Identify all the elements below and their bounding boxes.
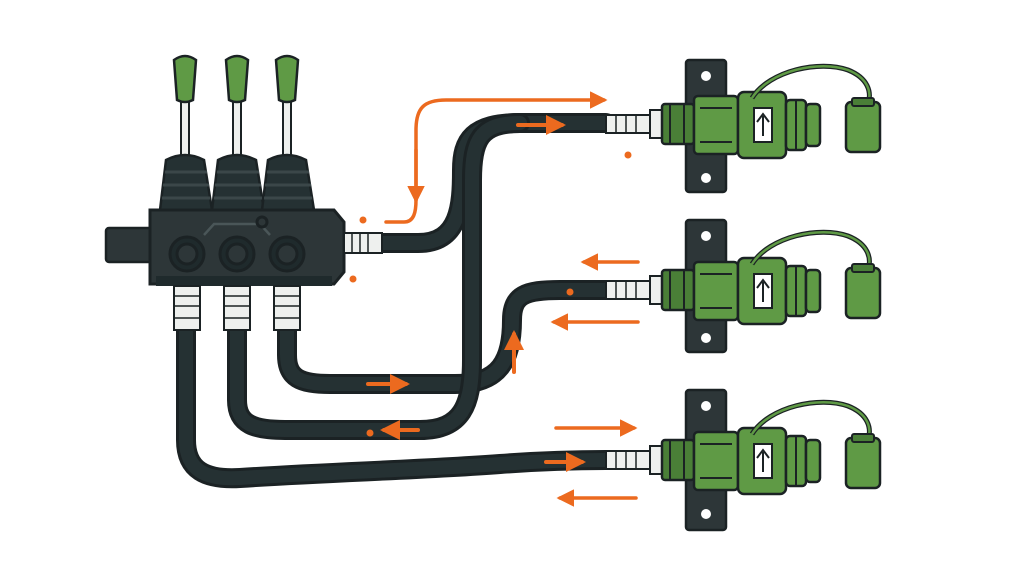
valve-port-face [168, 215, 306, 273]
lever-3[interactable] [274, 54, 300, 161]
lever-knob-1 [172, 54, 198, 104]
hose-group [176, 113, 616, 489]
coupler-hose-fitting-1 [605, 109, 663, 139]
flow-arrows [366, 91, 640, 507]
coupler-hose-fitting-2 [605, 275, 663, 305]
coupler-assembly-2 [605, 218, 882, 354]
flow-dot [366, 429, 374, 437]
bottom-port-fitting-3 [273, 285, 301, 331]
hose-side-to-coupler-1 [370, 113, 616, 253]
bottom-port-fitting-1 [173, 285, 201, 331]
valve-inlet-stub [104, 226, 156, 264]
coupler-assembly-3 [605, 388, 882, 532]
flow-dot [624, 151, 632, 159]
flow-dot [359, 216, 367, 224]
coupler-body-1[interactable] [660, 90, 822, 160]
coupler-hose-fitting-3 [605, 445, 663, 475]
flow-dots [349, 151, 632, 437]
dust-cap-3[interactable] [749, 399, 882, 490]
lever-boot-3 [260, 153, 316, 212]
dust-cap-2[interactable] [749, 229, 882, 320]
lever-boot-2 [210, 153, 266, 212]
hose-port3-to-coupler-2 [277, 280, 616, 394]
coupler-body-2[interactable] [660, 256, 822, 326]
up-arrow-icon [753, 107, 773, 143]
lever-1[interactable] [172, 54, 198, 161]
coupler-assembly-1 [605, 58, 882, 194]
dust-cap-1[interactable] [749, 63, 882, 154]
lever-boot-1 [158, 153, 214, 212]
control-valve [104, 54, 383, 331]
bottom-port-fitting-2 [223, 285, 251, 331]
lever-2[interactable] [224, 54, 250, 161]
lever-knob-2 [224, 54, 250, 104]
coupler-body-3[interactable] [660, 426, 822, 496]
lever-knob-3 [274, 54, 300, 104]
flow-dot [566, 288, 574, 296]
side-port-fitting [343, 232, 383, 254]
up-arrow-icon [753, 273, 773, 309]
up-arrow-icon [753, 443, 773, 479]
flow-dot [349, 275, 357, 283]
